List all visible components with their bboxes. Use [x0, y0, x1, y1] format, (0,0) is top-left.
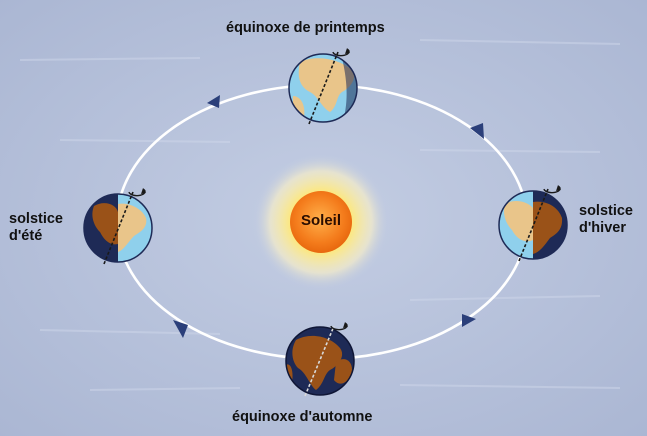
rotation-icon [128, 188, 146, 197]
earth-spring-equinox [288, 48, 358, 125]
label-winter-solstice-line2: d'hiver [579, 220, 626, 236]
rotation-icon [330, 322, 348, 331]
label-winter-solstice-line1: solstice [579, 203, 633, 219]
label-summer-solstice-line2: d'été [9, 228, 43, 244]
earth-axis [518, 188, 549, 262]
rotation-icon [332, 48, 350, 57]
earth-summer-solstice [83, 188, 153, 265]
orbit-arrow [207, 95, 220, 108]
rotation-icon [543, 185, 561, 194]
sun-label: Soleil [300, 212, 341, 229]
earth-autumn-equinox [285, 322, 355, 397]
earth-axis [308, 51, 339, 125]
orbit-arrow [173, 320, 188, 338]
sun [253, 154, 389, 290]
orbit-arrows [173, 95, 484, 338]
label-winter-solstice: solstice d'hiver [579, 203, 633, 237]
earth-axis [103, 191, 134, 265]
background-texture [19, 39, 621, 391]
orbit-arrow [470, 123, 484, 139]
orbit-arrow [462, 314, 476, 327]
label-summer-solstice-line1: solstice [9, 211, 63, 227]
label-spring-equinox: équinoxe de printemps [226, 20, 385, 36]
earth-axis [304, 325, 335, 397]
sun-core [290, 191, 352, 253]
label-autumn-equinox: équinoxe d'automne [232, 409, 373, 425]
label-summer-solstice: solstice d'été [9, 211, 63, 245]
